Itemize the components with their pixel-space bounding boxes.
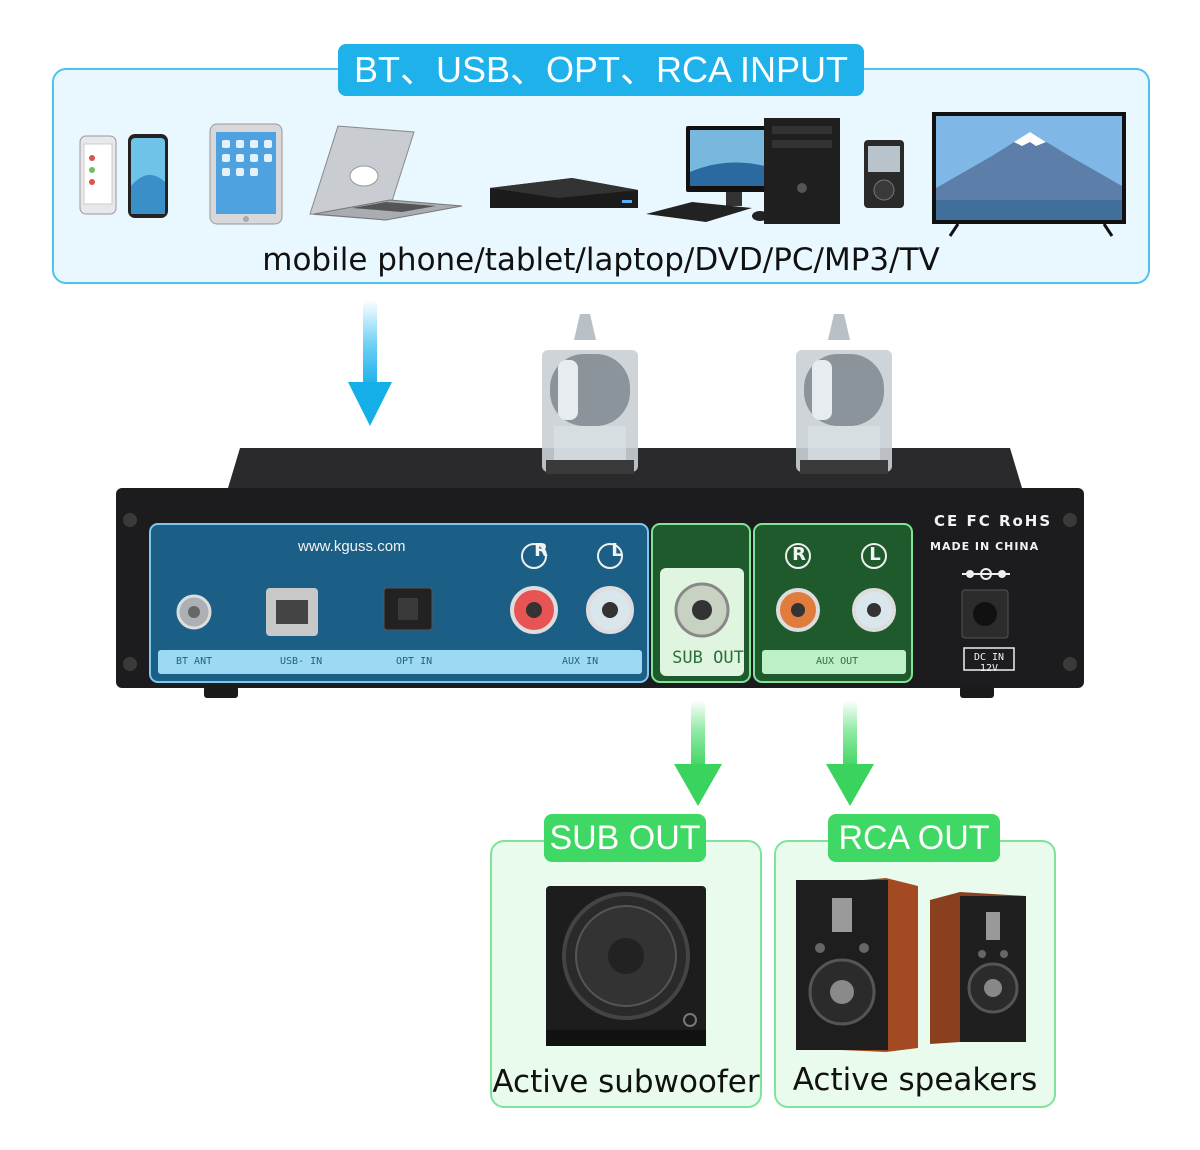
vacuum-tube-left-icon <box>542 314 638 474</box>
rca-out-arrow-down-icon <box>826 700 874 806</box>
bt-ant-label: BT ANT <box>176 656 213 667</box>
rca-out-caption: Active speakers <box>792 1062 1038 1098</box>
aux-in-l-label: L <box>611 540 623 561</box>
input-devices-caption: mobile phone/tablet/laptop/DVD/PC/MP3/TV <box>262 242 940 278</box>
sub-out-tag: SUB OUT <box>544 814 706 862</box>
tube-amplifier-illustration <box>116 314 1084 698</box>
usb-in-label: USB- IN <box>280 656 323 667</box>
sub-out-arrow-down-icon <box>674 700 722 806</box>
aux-out-l-label: L <box>869 544 881 565</box>
sub-out-panel-label: SUB OUT <box>672 648 744 668</box>
tv-icon <box>932 112 1126 237</box>
brand-website: www.kguss.com <box>298 538 406 555</box>
input-arrow-down-icon <box>348 300 392 426</box>
aux-in-label: AUX IN <box>562 656 599 667</box>
aux-out-panel <box>753 523 913 683</box>
sub-out-caption: Active subwoofer <box>492 1064 760 1100</box>
mobile-phone-icon <box>79 134 168 218</box>
input-title: BT、USB、OPT、RCA INPUT <box>338 44 864 96</box>
pc-icon <box>646 118 840 224</box>
made-in-label: MADE IN CHINA <box>930 540 1040 553</box>
mp3-player-icon <box>864 140 904 208</box>
aux-out-label: AUX OUT <box>816 656 859 667</box>
active-speakers-icon <box>796 878 1026 1052</box>
subwoofer-icon <box>546 886 706 1046</box>
opt-in-label: OPT IN <box>396 656 433 667</box>
laptop-icon <box>309 125 463 221</box>
aux-out-r-label: R <box>792 544 806 565</box>
dvd-player-icon <box>490 178 638 208</box>
input-devices-illustration <box>79 112 1126 237</box>
tablet-icon <box>209 123 283 225</box>
vacuum-tube-right-icon <box>796 314 892 474</box>
rca-out-tag: RCA OUT <box>828 814 1000 862</box>
certification-marks: CE FC RoHS <box>934 512 1053 530</box>
dc-in-label: DC IN 12V <box>973 652 1005 674</box>
aux-in-r-label: R <box>534 540 548 561</box>
